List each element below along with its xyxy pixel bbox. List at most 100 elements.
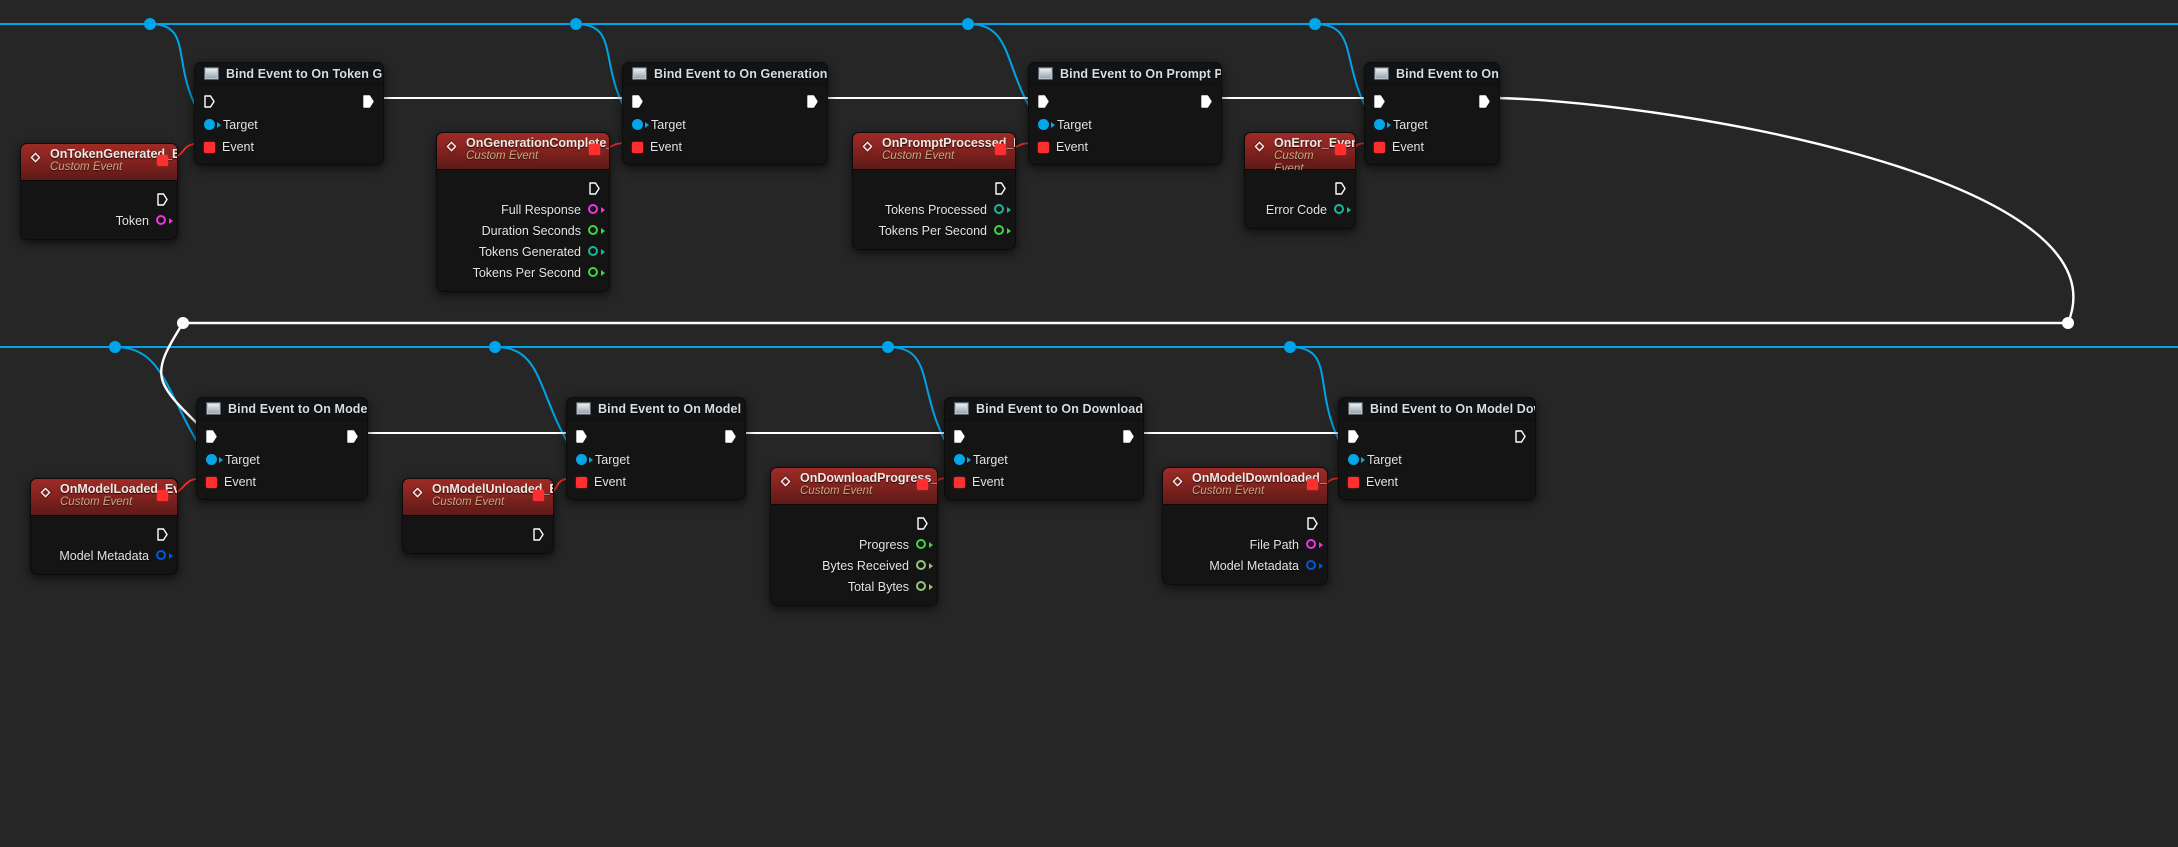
delegate-out-pin[interactable] <box>157 490 168 501</box>
bind-on-model-unloaded[interactable]: Bind Event to On Model UnloadedTargetEve… <box>566 397 746 500</box>
output-pin[interactable]: Error Code <box>1266 202 1351 218</box>
exec-out-pin[interactable] <box>995 180 1006 196</box>
exec-out-pin[interactable] <box>725 428 736 444</box>
exec-in-pin[interactable] <box>1348 428 1359 444</box>
bind-on-error[interactable]: Bind Event to On ErrorTargetEvent <box>1364 62 1500 165</box>
exec-out-pin[interactable] <box>807 93 818 109</box>
pin-int64[interactable] <box>916 581 933 593</box>
pin-int64[interactable] <box>916 560 933 572</box>
exec-out-pin[interactable] <box>589 180 600 196</box>
delegate-out-pin[interactable] <box>1307 479 1318 490</box>
pin-object[interactable] <box>204 119 221 131</box>
output-pin[interactable]: Tokens Processed <box>885 202 1011 218</box>
knot-target-bottom-2[interactable] <box>489 341 501 353</box>
knot-target-top-4[interactable] <box>1309 18 1321 30</box>
pin-string[interactable] <box>1306 539 1323 551</box>
exec-out-pin[interactable] <box>1123 428 1134 444</box>
knot-exec-left[interactable] <box>177 317 189 329</box>
delegate-pin-icon[interactable] <box>954 476 965 488</box>
exec-out-pin[interactable] <box>1307 515 1318 531</box>
output-pin[interactable]: File Path <box>1250 537 1323 553</box>
pin-object[interactable] <box>576 454 593 466</box>
delegate-pin-icon[interactable] <box>576 476 587 488</box>
pin-float[interactable] <box>588 225 605 237</box>
output-pin[interactable]: Tokens Generated <box>479 244 605 260</box>
exec-in-pin[interactable] <box>576 428 587 444</box>
delegate-out-pin[interactable] <box>533 490 544 501</box>
exec-in-pin[interactable] <box>632 93 643 109</box>
exec-out-pin[interactable] <box>157 526 168 542</box>
exec-out-pin[interactable] <box>157 191 168 207</box>
exec-out-pin[interactable] <box>917 515 928 531</box>
output-pin[interactable]: Token <box>116 213 173 229</box>
pin-object[interactable] <box>1038 119 1055 131</box>
pin-integer[interactable] <box>1334 204 1351 216</box>
output-pin[interactable]: Duration Seconds <box>482 223 605 239</box>
exec-out-pin[interactable] <box>1335 180 1346 196</box>
output-pin[interactable]: Tokens Per Second <box>473 265 605 281</box>
knot-target-bottom-3[interactable] <box>882 341 894 353</box>
pin-string[interactable] <box>588 204 605 216</box>
output-pin[interactable]: Bytes Received <box>822 558 933 574</box>
target-pin[interactable]: Target <box>1348 452 1402 468</box>
target-pin[interactable]: Target <box>204 117 258 133</box>
delegate-pin-icon[interactable] <box>1348 476 1359 488</box>
delegate-out-pin[interactable] <box>995 144 1006 155</box>
bind-on-model-downloaded[interactable]: Bind Event to On Model DownloadedTargetE… <box>1338 397 1536 500</box>
exec-in-pin[interactable] <box>206 428 217 444</box>
pin-float[interactable] <box>994 225 1011 237</box>
target-pin[interactable]: Target <box>954 452 1008 468</box>
output-pin[interactable]: Model Metadata <box>1209 558 1323 574</box>
exec-in-pin[interactable] <box>204 93 215 109</box>
delegate-out-pin[interactable] <box>589 144 600 155</box>
output-pin[interactable]: Progress <box>859 537 933 553</box>
bind-on-generation-complete[interactable]: Bind Event to On Generation CompleteTarg… <box>622 62 828 165</box>
knot-target-bottom-4[interactable] <box>1284 341 1296 353</box>
exec-out-pin[interactable] <box>533 526 544 542</box>
pin-float[interactable] <box>588 267 605 279</box>
target-pin[interactable]: Target <box>206 452 260 468</box>
event-pin[interactable]: Event <box>1348 474 1398 490</box>
pin-integer[interactable] <box>588 246 605 258</box>
output-pin[interactable]: Model Metadata <box>59 548 173 564</box>
event-pin[interactable]: Event <box>954 474 1004 490</box>
event-pin[interactable]: Event <box>632 139 682 155</box>
knot-target-bottom-1[interactable] <box>109 341 121 353</box>
exec-in-pin[interactable] <box>1038 93 1049 109</box>
delegate-pin-icon[interactable] <box>1038 141 1049 153</box>
delegate-pin-icon[interactable] <box>632 141 643 153</box>
pin-object[interactable] <box>1374 119 1391 131</box>
exec-out-pin[interactable] <box>363 93 374 109</box>
event-pin[interactable]: Event <box>576 474 626 490</box>
delegate-out-pin[interactable] <box>157 155 168 166</box>
exec-out-pin[interactable] <box>347 428 358 444</box>
bind-on-token-generated[interactable]: Bind Event to On Token GeneratedTargetEv… <box>194 62 384 165</box>
target-pin[interactable]: Target <box>576 452 630 468</box>
bind-on-download-progress[interactable]: Bind Event to On Download ProgressTarget… <box>944 397 1144 500</box>
pin-object[interactable] <box>632 119 649 131</box>
pin-string[interactable] <box>156 215 173 227</box>
pin-object[interactable] <box>1348 454 1365 466</box>
output-pin[interactable]: Tokens Per Second <box>879 223 1011 239</box>
knot-target-top-3[interactable] <box>962 18 974 30</box>
target-pin[interactable]: Target <box>1374 117 1428 133</box>
event-pin[interactable]: Event <box>1374 139 1424 155</box>
delegate-pin-icon[interactable] <box>204 141 215 153</box>
bind-on-prompt-processed[interactable]: Bind Event to On Prompt ProcessedTargetE… <box>1028 62 1222 165</box>
pin-object[interactable] <box>206 454 223 466</box>
pin-object[interactable] <box>954 454 971 466</box>
exec-in-pin[interactable] <box>954 428 965 444</box>
bind-on-model-loaded[interactable]: Bind Event to On Model LoadedTargetEvent <box>196 397 368 500</box>
exec-in-pin[interactable] <box>1374 93 1385 109</box>
knot-target-top-1[interactable] <box>144 18 156 30</box>
delegate-out-pin[interactable] <box>917 479 928 490</box>
exec-out-pin[interactable] <box>1515 428 1526 444</box>
